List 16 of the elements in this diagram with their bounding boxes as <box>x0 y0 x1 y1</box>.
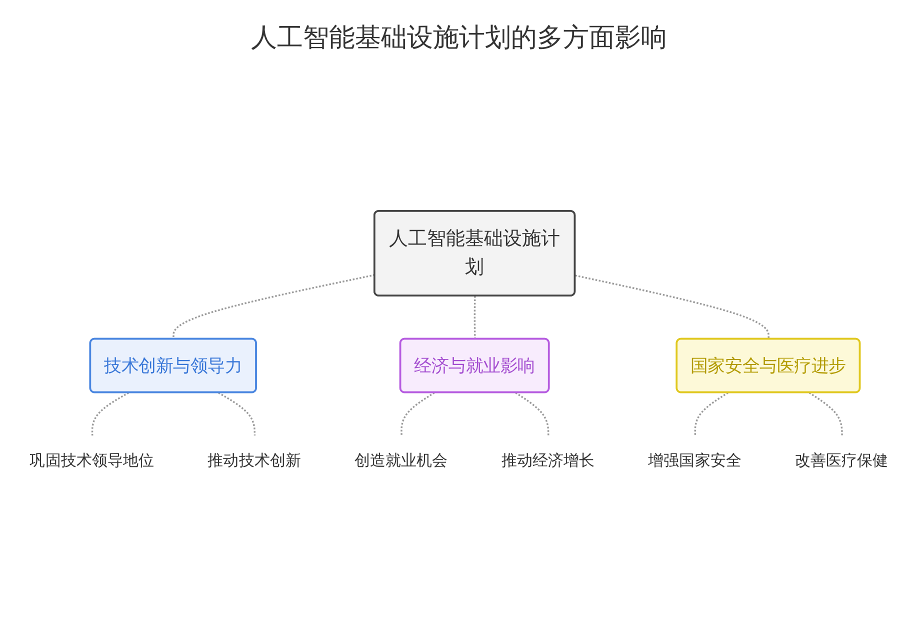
connector <box>694 392 728 436</box>
diagram-title: 人工智能基础设施计划的多方面影响 <box>251 22 667 55</box>
connector <box>808 392 843 436</box>
node-text: 改善医疗保健 <box>794 452 888 470</box>
node-text: 增强国家安全 <box>648 452 742 470</box>
node-text: 创造就业机会 <box>354 452 448 470</box>
node-text: 推动经济增长 <box>501 452 595 470</box>
node-text: 推动技术创新 <box>208 452 301 470</box>
connector <box>91 392 130 436</box>
connector <box>474 296 476 340</box>
connector <box>218 392 256 436</box>
connector <box>574 274 770 340</box>
node-text: 巩固技术领导地位 <box>30 452 154 470</box>
connector <box>400 392 435 436</box>
connector <box>515 392 550 436</box>
connector <box>172 274 375 340</box>
